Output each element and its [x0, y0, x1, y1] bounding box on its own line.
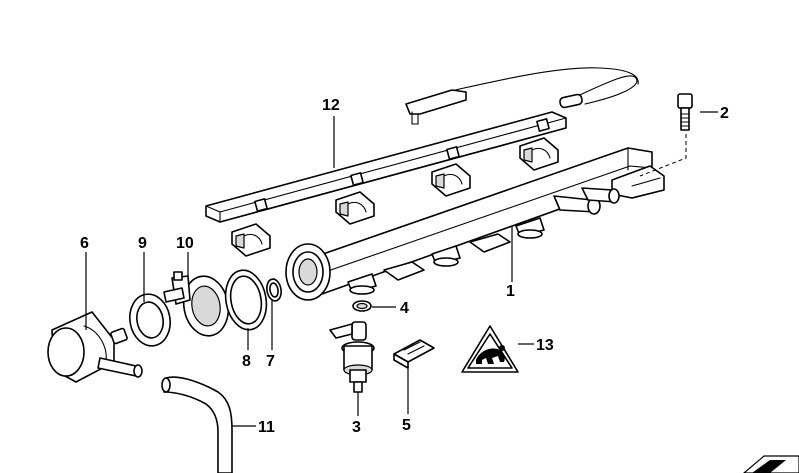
rail-injector-cups	[347, 217, 545, 295]
callout-9: 9	[138, 235, 147, 252]
strip-plug-2	[335, 191, 375, 225]
callout-1: 1	[506, 283, 515, 300]
callout-7: 7	[266, 353, 275, 370]
injector-clip	[393, 339, 435, 369]
strip-plug-4	[519, 137, 559, 171]
warning-triangle-animal-icon	[461, 325, 519, 373]
fuel-injector	[329, 321, 375, 393]
o-ring-9	[128, 293, 172, 347]
corner-logo	[743, 455, 799, 473]
callout-8: 8	[242, 353, 251, 370]
callout-2: 2	[720, 105, 729, 122]
clamp-ring-10	[163, 271, 230, 337]
seal-ring-4	[352, 300, 372, 312]
callout-12: 12	[322, 97, 340, 114]
leader-lines	[85, 111, 718, 427]
callout-4: 4	[400, 300, 409, 317]
injector-wiring-harness	[205, 67, 639, 257]
callout-10: 10	[176, 235, 194, 252]
pressure-regulator	[47, 311, 143, 383]
callout-11: 11	[258, 419, 275, 436]
callout-5: 5	[402, 417, 411, 434]
o-ring-7	[266, 278, 282, 302]
fuel-hose	[161, 376, 233, 473]
mounting-bolt	[639, 93, 693, 177]
callout-6: 6	[80, 235, 89, 252]
o-ring-8	[224, 269, 268, 331]
callouts: 1 2 3 4 5 6 7 8 9 10 11 12 13	[80, 97, 729, 436]
callout-13: 13	[536, 337, 554, 354]
strip-plug-3	[431, 163, 471, 197]
callout-3: 3	[352, 419, 361, 436]
strip-plug-1	[231, 223, 271, 257]
fuel-rail	[285, 147, 665, 301]
